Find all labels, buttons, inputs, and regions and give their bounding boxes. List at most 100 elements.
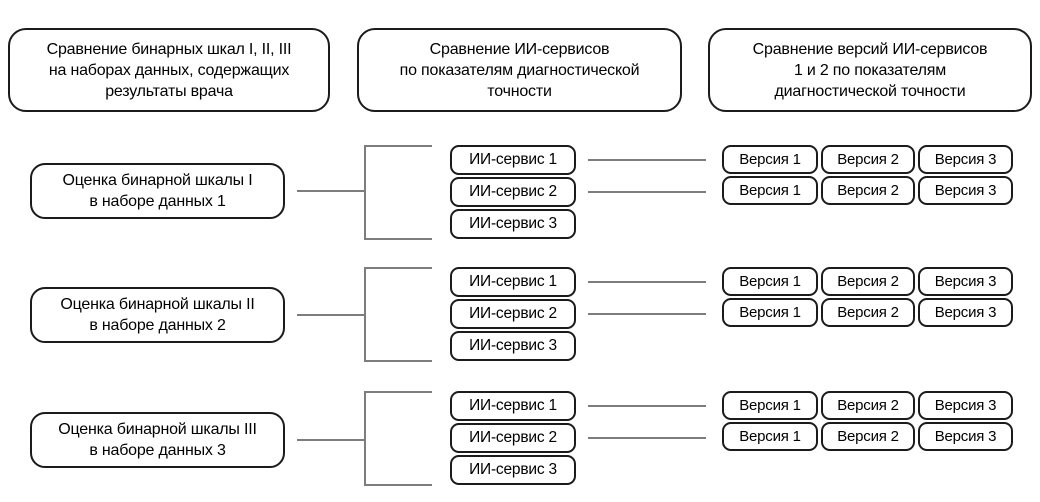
service-box-3: ИИ-сервис 3 [450, 331, 576, 361]
version-label: Версия 1 [739, 151, 801, 168]
version-label: Версия 3 [934, 182, 997, 199]
service-box-3: ИИ-сервис 3 [450, 209, 576, 239]
service-label: ИИ-сервис 2 [469, 429, 557, 446]
connector-service1-to-versions [588, 281, 706, 283]
version-label: Версия 3 [934, 273, 997, 290]
header-line: на наборах данных, содержащих [48, 61, 290, 79]
header-line: по показателям диагностической [399, 61, 640, 79]
scale-line: в наборе данных 1 [89, 193, 226, 210]
version-box-r1c3: Версия 3 [918, 145, 1013, 174]
header-line: диагностической точности [774, 82, 966, 100]
version-label: Версия 1 [739, 273, 801, 290]
service-box-1: ИИ-сервис 1 [450, 145, 576, 175]
header-line: точности [487, 82, 552, 100]
service-label: ИИ-сервис 3 [469, 337, 557, 354]
bracket-bottom-line [364, 360, 432, 362]
connector-service2-to-versions [588, 313, 706, 315]
version-box-r2c1: Версия 1 [722, 298, 818, 327]
header-service-versions: Сравнение версий ИИ-сервисов 1 и 2 по по… [708, 28, 1032, 112]
header-line: результаты врача [105, 82, 233, 100]
scale-box-1: Оценка бинарной шкалы I в наборе данных … [30, 163, 285, 219]
scale-box-2: Оценка бинарной шкалы II в наборе данных… [30, 287, 285, 343]
header-line: Сравнение бинарных шкал I, II, III [46, 40, 292, 58]
service-label: ИИ-сервис 2 [469, 305, 557, 322]
header-line: Сравнение версий ИИ-сервисов [752, 40, 988, 58]
version-box-r1c2: Версия 2 [821, 391, 915, 420]
service-label: ИИ-сервис 2 [469, 183, 557, 200]
service-box-2: ИИ-сервис 2 [450, 299, 576, 329]
service-box-1: ИИ-сервис 1 [450, 267, 576, 297]
connector-service1-to-versions [588, 405, 706, 407]
scale-line: в наборе данных 3 [89, 442, 226, 459]
connector-scale-to-bracket [297, 314, 364, 316]
version-box-r2c2: Версия 2 [821, 422, 915, 451]
bracket-bottom-line [364, 484, 432, 486]
connector-service1-to-versions [588, 159, 706, 161]
version-box-r1c1: Версия 1 [722, 391, 818, 420]
service-box-2: ИИ-сервис 2 [450, 177, 576, 207]
scale-box-text: Оценка бинарной шкалы I в наборе данных … [63, 170, 253, 212]
bracket-vertical-line [364, 391, 366, 486]
service-label: ИИ-сервис 1 [469, 151, 557, 168]
header-binary-scales: Сравнение бинарных шкал I, II, III на на… [8, 28, 330, 112]
version-label: Версия 1 [739, 428, 801, 445]
bracket-top-line [364, 267, 432, 269]
version-label: Версия 2 [837, 151, 899, 168]
header-line: Сравнение ИИ-сервисов [429, 40, 610, 58]
version-box-r2c1: Версия 1 [722, 422, 818, 451]
service-label: ИИ-сервис 1 [469, 273, 557, 290]
header-ai-services: Сравнение ИИ-сервисов по показателям диа… [357, 28, 682, 112]
connector-scale-to-bracket [297, 190, 364, 192]
service-label: ИИ-сервис 1 [469, 397, 557, 414]
connector-service2-to-versions [588, 437, 706, 439]
version-box-r1c1: Версия 1 [722, 267, 818, 296]
version-label: Версия 1 [739, 304, 801, 321]
version-label: Версия 2 [837, 397, 899, 414]
version-label: Версия 3 [934, 304, 997, 321]
scale-box-3: Оценка бинарной шкалы III в наборе данны… [30, 412, 285, 468]
version-label: Версия 2 [837, 273, 899, 290]
service-box-1: ИИ-сервис 1 [450, 391, 576, 421]
scale-line: Оценка бинарной шкалы III [58, 421, 257, 438]
group-3: Оценка бинарной шкалы III в наборе данны… [0, 391, 1040, 487]
bracket-vertical-line [364, 267, 366, 362]
scale-line: в наборе данных 2 [89, 317, 226, 334]
group-1: Оценка бинарной шкалы I в наборе данных … [0, 145, 1040, 241]
version-box-r2c2: Версия 2 [821, 298, 915, 327]
connector-scale-to-bracket [297, 439, 364, 441]
version-box-r2c3: Версия 3 [918, 176, 1013, 205]
version-label: Версия 2 [837, 428, 899, 445]
service-label: ИИ-сервис 3 [469, 461, 557, 478]
version-box-r2c2: Версия 2 [821, 176, 915, 205]
version-box-r2c3: Версия 3 [918, 298, 1013, 327]
version-label: Версия 3 [934, 151, 997, 168]
header-text: Сравнение версий ИИ-сервисов 1 и 2 по по… [753, 39, 988, 102]
scale-line: Оценка бинарной шкалы I [62, 172, 253, 189]
version-box-r1c1: Версия 1 [722, 145, 818, 174]
version-label: Версия 3 [934, 397, 997, 414]
service-box-3: ИИ-сервис 3 [450, 455, 576, 485]
service-box-2: ИИ-сервис 2 [450, 423, 576, 453]
version-label: Версия 3 [934, 428, 997, 445]
scale-box-text: Оценка бинарной шкалы III в наборе данны… [58, 419, 257, 461]
header-text: Сравнение ИИ-сервисов по показателям диа… [400, 39, 640, 102]
version-label: Версия 1 [739, 182, 801, 199]
group-2: Оценка бинарной шкалы II в наборе данных… [0, 267, 1040, 363]
bracket-bottom-line [364, 238, 432, 240]
bracket-vertical-line [364, 145, 366, 240]
bracket-top-line [364, 145, 432, 147]
scale-box-text: Оценка бинарной шкалы II в наборе данных… [60, 294, 254, 336]
version-label: Версия 2 [837, 182, 899, 199]
version-label: Версия 2 [837, 304, 899, 321]
header-line: 1 и 2 по показателям [793, 61, 947, 79]
connector-service2-to-versions [588, 191, 706, 193]
header-text: Сравнение бинарных шкал I, II, III на на… [47, 39, 292, 102]
scale-line: Оценка бинарной шкалы II [60, 296, 255, 313]
version-box-r1c3: Версия 3 [918, 391, 1013, 420]
version-box-r1c3: Версия 3 [918, 267, 1013, 296]
version-box-r1c2: Версия 2 [821, 145, 915, 174]
service-label: ИИ-сервис 3 [469, 215, 557, 232]
version-box-r2c1: Версия 1 [722, 176, 818, 205]
version-box-r2c3: Версия 3 [918, 422, 1013, 451]
